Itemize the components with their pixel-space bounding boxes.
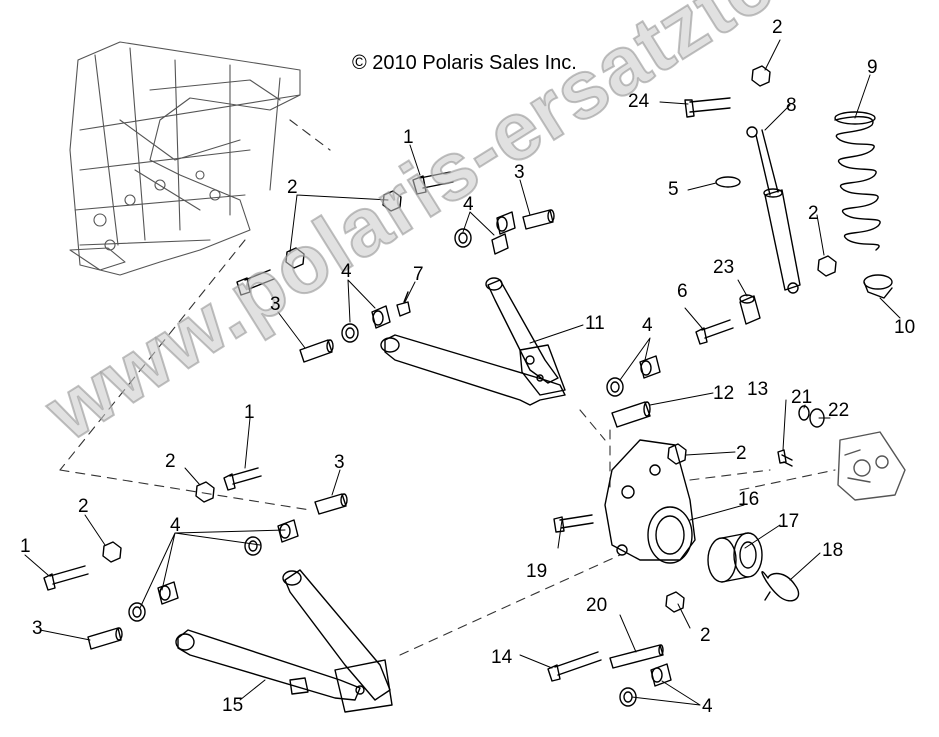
- callout-label: 24: [628, 91, 650, 112]
- bushings: [128, 211, 672, 707]
- callout-label: 2: [165, 451, 176, 472]
- callout-label: 2: [772, 17, 783, 38]
- callout-label: 13: [747, 379, 769, 400]
- callout-label: 20: [586, 595, 608, 616]
- callout-label: 22: [828, 400, 850, 421]
- callout-label: 4: [702, 696, 713, 717]
- shock-absorber: [746, 126, 801, 294]
- callout-label: 23: [713, 257, 735, 278]
- callout-label: 4: [341, 261, 352, 282]
- brake-caliper: [837, 431, 906, 501]
- callout-label: 5: [668, 179, 679, 200]
- callout-label: 1: [244, 402, 255, 423]
- callout-label: 15: [222, 695, 244, 716]
- callout-label: 4: [463, 194, 474, 215]
- callout-label: 10: [894, 317, 916, 338]
- washer-5: [715, 176, 741, 188]
- bearing-carrier: [604, 439, 696, 564]
- callout-leaders: [24, 39, 901, 706]
- callout-label: 4: [170, 515, 181, 536]
- callout-label: 19: [526, 561, 548, 582]
- callout-label: 21: [791, 387, 813, 408]
- callout-label: 1: [403, 127, 414, 148]
- wheel-bearing: [707, 532, 763, 583]
- frame-section: [69, 41, 301, 276]
- callout-label: 3: [32, 618, 43, 639]
- callout-label: 12: [713, 383, 735, 404]
- upper-a-arm: [380, 277, 566, 406]
- copyright-notice: © 2010 Polaris Sales Inc.: [352, 52, 577, 74]
- spacer-23: [739, 294, 761, 325]
- washer-21: [798, 405, 810, 421]
- callout-label: 2: [78, 496, 89, 517]
- callout-label: 14: [491, 647, 513, 668]
- callout-label: 3: [270, 294, 281, 315]
- pivot-pins: [87, 209, 664, 669]
- spring-retainer: [863, 274, 893, 299]
- callout-label: 9: [867, 57, 878, 78]
- callout-label: 16: [738, 489, 760, 510]
- callout-label: 2: [736, 443, 747, 464]
- callout-label: 1: [20, 536, 31, 557]
- grease-fitting: [396, 291, 411, 317]
- callout-label: 7: [413, 264, 424, 285]
- callout-label: 3: [334, 452, 345, 473]
- coil-spring: [834, 111, 881, 251]
- callout-label: 2: [287, 177, 298, 198]
- callout-label: 11: [585, 313, 605, 334]
- nuts: [102, 65, 837, 613]
- callout-label: 6: [677, 281, 688, 302]
- callout-label: 8: [786, 95, 797, 116]
- callout-label: 3: [514, 162, 525, 183]
- callout-label: 2: [700, 625, 711, 646]
- snap-ring: [761, 571, 800, 602]
- callout-label: 18: [822, 540, 844, 561]
- callout-label: 2: [808, 203, 819, 224]
- lower-a-arm: [175, 569, 393, 713]
- bolts: [43, 97, 793, 682]
- callout-label: 4: [642, 315, 653, 336]
- callout-label: 17: [778, 511, 800, 532]
